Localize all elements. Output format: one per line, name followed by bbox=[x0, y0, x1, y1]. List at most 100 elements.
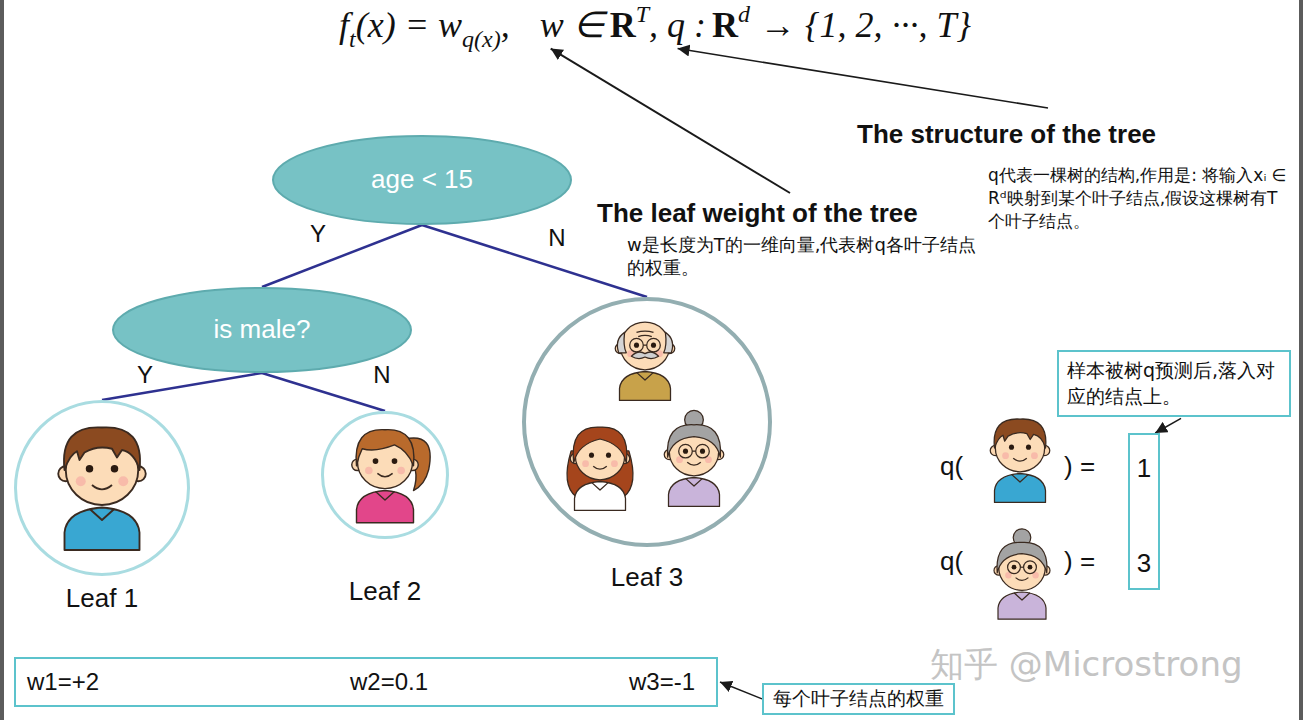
formula-part: , q : bbox=[649, 6, 706, 46]
mouth bbox=[92, 485, 112, 489]
branch-label: Y bbox=[137, 361, 153, 389]
callout-box: 每个叶子结点的权重 bbox=[762, 683, 955, 715]
cheek bbox=[118, 476, 128, 486]
person-figure bbox=[615, 322, 675, 400]
mouth bbox=[593, 466, 607, 469]
formula-part: R bbox=[610, 6, 636, 46]
ellipse-shape bbox=[113, 288, 411, 372]
eye bbox=[700, 449, 705, 454]
eye bbox=[589, 453, 594, 458]
leaf-circle: Leaf 2 bbox=[321, 411, 449, 539]
node-text: 样本被树q预测后,落入对应的结点上。 bbox=[1067, 358, 1281, 409]
annotation-heading: The leaf weight of the tree bbox=[597, 199, 918, 229]
mapping-label: q( bbox=[940, 452, 963, 482]
node-text: 1 bbox=[1137, 454, 1151, 484]
node-text: w1=+2 bbox=[27, 668, 99, 696]
formula-part: t bbox=[349, 26, 356, 52]
person-figure bbox=[567, 427, 633, 510]
formula-part: f bbox=[339, 6, 349, 46]
annotation-note: q代表一棵树的结构,作用是: 将输入xᵢ ∈ Rᵈ映射到某个叶子结点,假设这棵树… bbox=[988, 164, 1293, 233]
node-text: is male? bbox=[214, 315, 311, 345]
wrinkle bbox=[637, 331, 654, 332]
node-text: w2=0.1 bbox=[350, 668, 428, 696]
eye bbox=[1009, 445, 1014, 450]
shirt bbox=[65, 508, 140, 551]
branch-label: Y bbox=[310, 220, 326, 248]
collar bbox=[592, 482, 609, 490]
glasses bbox=[1008, 561, 1021, 574]
formula-part: R bbox=[712, 6, 738, 46]
annotation-heading: The structure of the tree bbox=[857, 120, 1156, 150]
mapping-label: ) = bbox=[1064, 547, 1095, 577]
eye bbox=[634, 343, 639, 348]
glasses bbox=[643, 345, 646, 346]
note-box: 样本被树q预测后,落入对应的结点上。 bbox=[1057, 350, 1291, 417]
hair bbox=[573, 427, 627, 463]
hair bbox=[617, 332, 626, 352]
hair bbox=[64, 427, 140, 470]
cheek bbox=[1002, 452, 1009, 459]
frame-strip bbox=[1299, 0, 1303, 720]
frame-strip bbox=[0, 0, 4, 720]
eye bbox=[651, 343, 656, 348]
collar bbox=[1014, 593, 1030, 600]
eye bbox=[111, 465, 119, 473]
node-text: w3=-1 bbox=[629, 668, 695, 696]
connector bbox=[720, 682, 762, 699]
person-figure bbox=[58, 427, 146, 550]
person-figure bbox=[352, 430, 430, 523]
hair bbox=[664, 332, 673, 352]
connector bbox=[1155, 418, 1181, 433]
branch-label: N bbox=[548, 224, 565, 252]
collar bbox=[376, 491, 395, 500]
branch-label: N bbox=[373, 361, 390, 389]
ellipse-shape bbox=[273, 136, 571, 224]
circle-shape bbox=[524, 299, 770, 545]
face bbox=[620, 322, 669, 370]
shirt bbox=[575, 482, 626, 511]
decision-ellipse: is male? bbox=[112, 287, 412, 373]
formula-part: d bbox=[738, 1, 750, 27]
node-text: 每个叶子结点的权重 bbox=[773, 688, 944, 710]
eye bbox=[1028, 565, 1033, 570]
formula-part: q(x) bbox=[462, 26, 501, 52]
weight-box: w1=+2 w2=0.1 w3=-1 bbox=[14, 657, 718, 707]
mapping-label: ) = bbox=[1064, 452, 1095, 482]
collar bbox=[686, 478, 703, 486]
cheek bbox=[582, 460, 589, 467]
circle-outline bbox=[321, 411, 449, 539]
node-text: Leaf 3 bbox=[611, 563, 683, 593]
watermark: 知乎 @Microstrong bbox=[930, 645, 1243, 684]
glasses bbox=[679, 444, 693, 458]
shirt bbox=[995, 474, 1046, 503]
node-text: 3 bbox=[1137, 549, 1151, 579]
node-text: Leaf 1 bbox=[66, 584, 138, 614]
glasses bbox=[692, 451, 695, 452]
circle-outline bbox=[14, 400, 190, 576]
shirt bbox=[998, 592, 1046, 619]
annotation-note: w是长度为T的一维向量,代表树q各叶子结点的权重。 bbox=[627, 233, 982, 280]
mouth bbox=[1016, 578, 1029, 581]
circle-shape bbox=[323, 413, 448, 538]
shirt bbox=[620, 372, 671, 401]
mustache bbox=[631, 352, 658, 359]
collar bbox=[90, 509, 115, 520]
hair bbox=[356, 430, 414, 466]
eye bbox=[373, 458, 379, 464]
eye bbox=[1012, 565, 1017, 570]
leaf-circle: Leaf 3 bbox=[522, 297, 772, 547]
person-figure bbox=[664, 410, 724, 506]
index-box: 13 bbox=[1128, 433, 1160, 590]
node-text: age < 15 bbox=[371, 165, 473, 195]
person-figure bbox=[994, 529, 1050, 619]
eye bbox=[606, 453, 611, 458]
eye bbox=[86, 465, 94, 473]
cheek bbox=[365, 467, 373, 475]
hair bbox=[994, 419, 1046, 448]
pointer-arrow bbox=[678, 49, 1048, 108]
mouth bbox=[687, 462, 701, 465]
hair bbox=[667, 425, 720, 457]
pointer-arrow bbox=[551, 49, 790, 193]
formula-line: ft(x) = wq(x),w ∈RT, q :Rd→ {1, 2, ···, … bbox=[339, 6, 971, 46]
formula-part: (x) = w bbox=[356, 6, 462, 46]
